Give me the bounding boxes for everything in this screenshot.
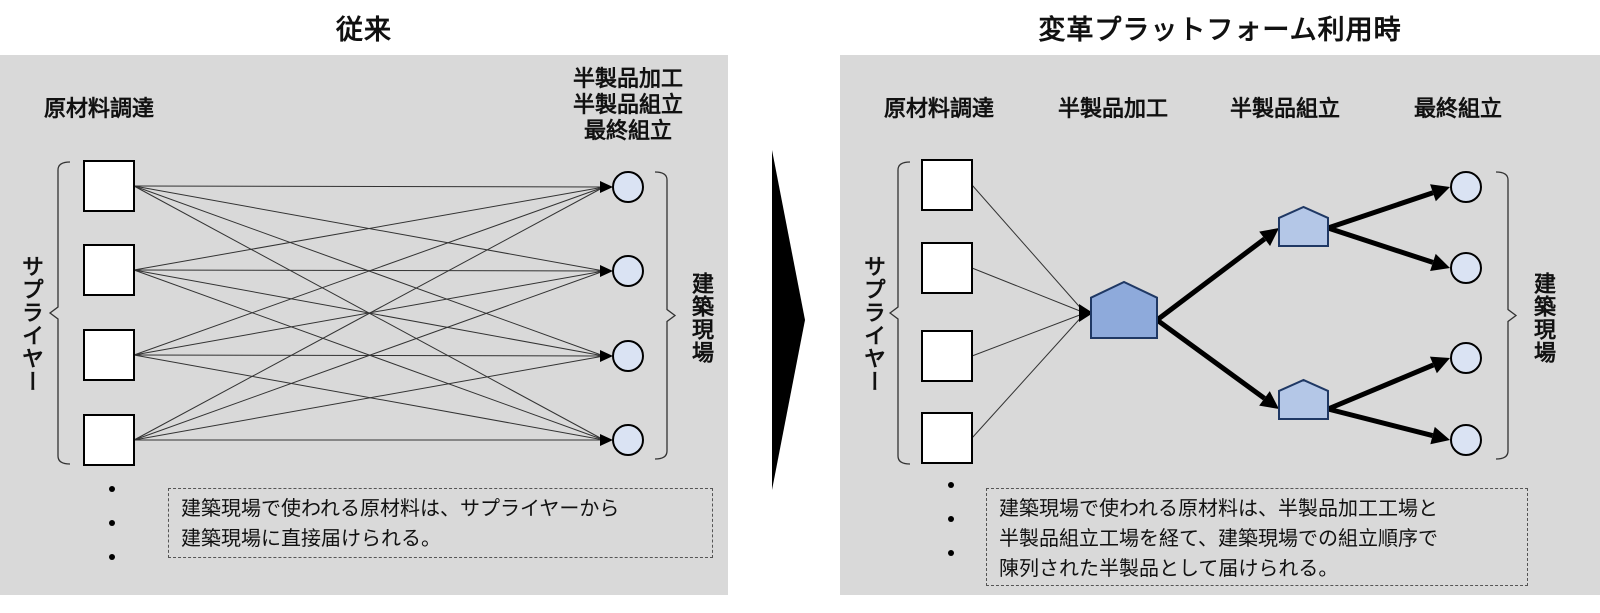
right-note: 建築現場で使われる原材料は、半製品加工工場と 半製品組立工場を経て、建築現場での… (986, 488, 1528, 586)
assembly-link (1327, 362, 1435, 412)
construction-site-node (1450, 252, 1482, 284)
left-dest-label: 半製品加工 半製品組立 最終組立 (568, 67, 688, 145)
construction-site-node (1450, 171, 1482, 203)
left-supplier-label: サプライヤー (18, 255, 43, 393)
supplier-bracket (888, 161, 911, 465)
right-supplier-label: サプライヤー (860, 255, 885, 393)
assembly-factory-icon (1278, 205, 1329, 247)
supply-link (133, 185, 605, 188)
assembly-link-head (1430, 253, 1450, 271)
right-more-dots (948, 482, 956, 584)
supplier-box (921, 159, 973, 211)
supply-link (971, 267, 1086, 314)
supply-link (133, 186, 605, 271)
construction-site-node (612, 171, 644, 203)
arrow-head (600, 350, 613, 362)
left-source-label: 原材料調達 (44, 97, 155, 122)
arrow-head (1079, 304, 1093, 322)
supply-link (971, 312, 1086, 439)
right-graph (888, 159, 1518, 465)
dest-label-line: 半製品組立 (572, 93, 683, 118)
supplier-box (921, 242, 973, 294)
assembly-link-head (1430, 426, 1450, 445)
processing-link-head (1259, 391, 1279, 409)
right-stage-label: 原材料調達 (884, 97, 995, 122)
left-panel (0, 55, 728, 595)
right-title: 変革プラットフォーム利用時 (1038, 15, 1402, 46)
supply-link (971, 184, 1086, 314)
left-site-label: 建築現場 (688, 272, 713, 364)
right-stage-label: 最終組立 (1414, 97, 1503, 122)
right-stage-label: 半製品組立 (1230, 97, 1341, 122)
right-stage-label: 半製品加工 (1058, 97, 1169, 122)
supplier-bracket (48, 161, 71, 465)
arrow-head (600, 434, 613, 446)
construction-site-node (612, 340, 644, 372)
supply-link (133, 186, 605, 441)
supply-link (133, 270, 605, 441)
processing-link (1155, 236, 1267, 322)
supplier-box (921, 330, 973, 382)
dest-label-line: 半製品加工 (572, 67, 683, 92)
site-bracket (654, 171, 677, 460)
left-title: 従来 (336, 15, 392, 46)
construction-site-node (1450, 342, 1482, 374)
supply-link (971, 312, 1086, 357)
assembly-link (1327, 406, 1434, 438)
site-bracket (1495, 171, 1518, 460)
construction-site-node (612, 255, 644, 287)
assembly-link (1327, 225, 1434, 265)
construction-site-node (1450, 424, 1482, 456)
supplier-box (83, 329, 135, 381)
supply-link (133, 355, 605, 441)
supplier-box (83, 244, 135, 296)
supplier-box (921, 412, 973, 464)
left-more-dots (109, 486, 117, 588)
construction-site-node (612, 424, 644, 456)
assembly-link-head (1430, 184, 1450, 202)
processing-link (1155, 317, 1266, 401)
right-panel (840, 55, 1600, 595)
assembly-link-head (1429, 356, 1450, 374)
processing-link-head (1259, 228, 1279, 247)
supply-link (133, 186, 605, 356)
transition-arrow-icon (772, 150, 805, 490)
left-note: 建築現場で使われる原材料は、サプライヤーから 建築現場に直接届けられる。 (168, 488, 713, 558)
processing-factory-icon (1090, 280, 1158, 339)
right-site-label: 建築現場 (1530, 272, 1555, 364)
arrow-head (600, 265, 613, 277)
left-graph (48, 160, 677, 466)
assembly-link (1327, 190, 1434, 231)
supplier-box (83, 414, 135, 466)
supplier-box (83, 160, 135, 212)
assembly-factory-icon (1278, 378, 1329, 420)
arrow-head (600, 181, 613, 193)
dest-label-line: 最終組立 (583, 119, 672, 144)
